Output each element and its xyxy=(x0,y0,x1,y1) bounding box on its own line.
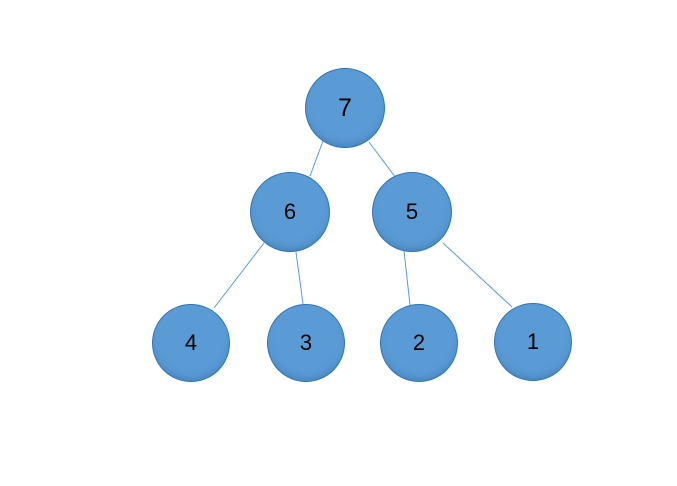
tree-node-label: 1 xyxy=(526,329,540,354)
tree-edge-n6-n3 xyxy=(295,251,304,305)
tree-node-3[interactable]: 3 xyxy=(267,304,345,382)
tree-node-label: 6 xyxy=(283,199,297,224)
tree-node-6[interactable]: 6 xyxy=(250,172,330,252)
tree-node-label: 5 xyxy=(405,199,419,224)
tree-edge-n5-n1 xyxy=(442,242,513,308)
tree-node-label: 4 xyxy=(184,330,198,355)
tree-edge-n7-n6 xyxy=(309,140,324,177)
tree-edge-n5-n2 xyxy=(403,250,411,306)
tree-node-7[interactable]: 7 xyxy=(305,68,385,148)
tree-node-1[interactable]: 1 xyxy=(494,303,572,381)
tree-node-2[interactable]: 2 xyxy=(380,304,458,382)
tree-edge-n7-n5 xyxy=(368,141,397,179)
tree-node-label: 3 xyxy=(299,330,313,355)
tree-node-label: 7 xyxy=(338,93,352,122)
tree-node-4[interactable]: 4 xyxy=(152,304,230,382)
tree-node-5[interactable]: 5 xyxy=(372,172,452,252)
tree-edge-n6-n4 xyxy=(213,242,265,309)
tree-node-label: 2 xyxy=(412,330,426,355)
